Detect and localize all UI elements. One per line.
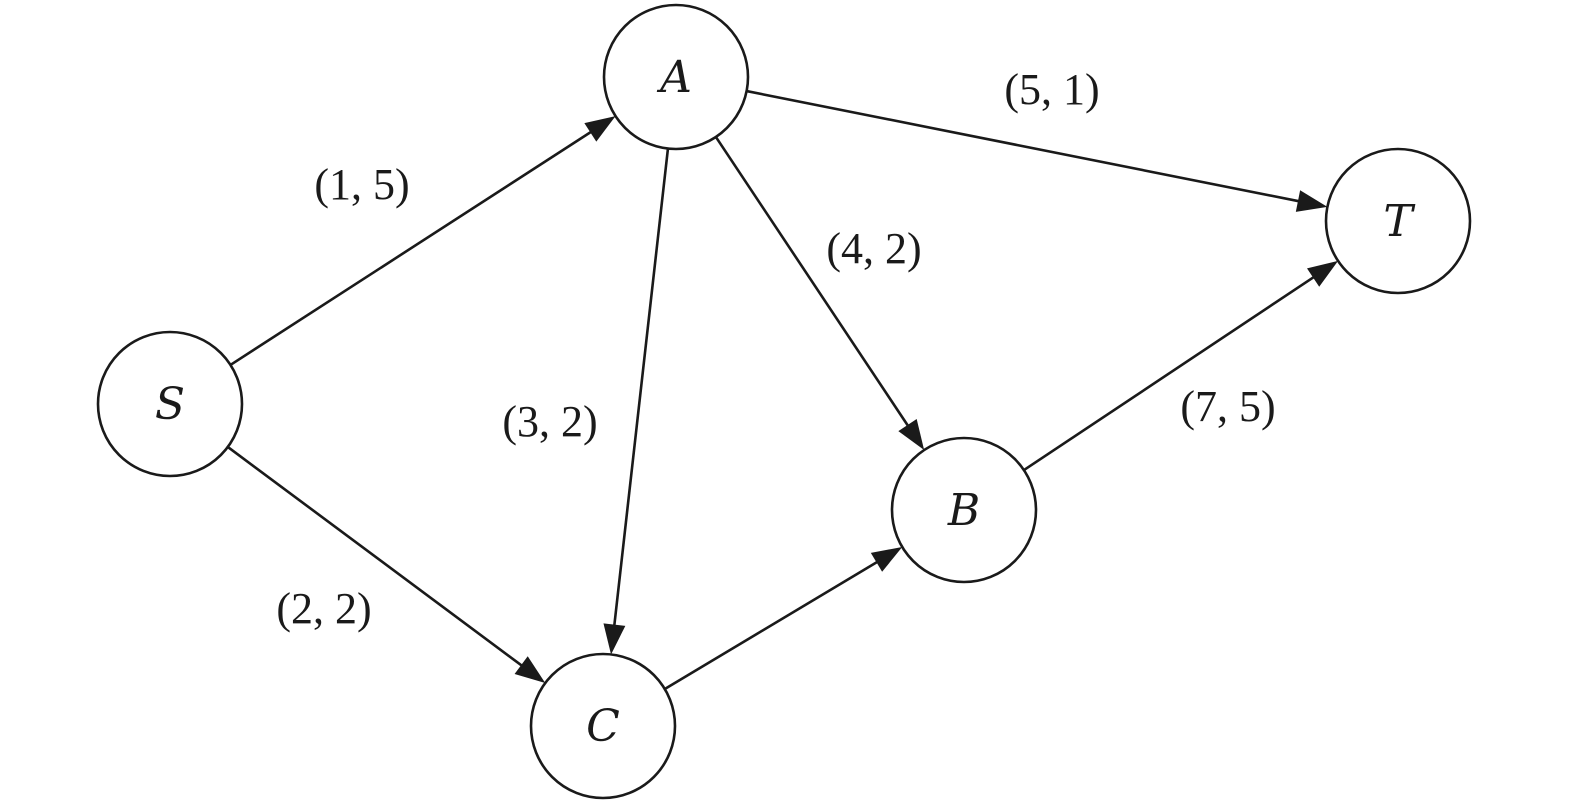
node-C: C [529,652,677,800]
node-label-C: C [586,701,620,752]
node-B: B [890,436,1038,584]
edge-S-A [229,116,616,367]
edges-layer [226,89,1339,691]
edge-label-S-C: (2, 2) [276,584,371,633]
arrowhead-icon [898,418,925,451]
edge-label-A-B: (4, 2) [826,224,921,273]
node-circle-C [529,652,677,800]
node-label-A: A [656,52,692,103]
node-S: S [96,330,244,478]
arrowhead-icon [584,116,616,142]
node-circle-S [96,330,244,478]
edge-A-C [603,148,670,655]
edge-line-B-T [1023,275,1316,472]
edge-S-C [226,445,546,684]
edge-line-A-C [612,148,670,627]
edge-B-T [1023,260,1339,472]
arrowhead-icon [1295,190,1328,212]
edge-line-A-B [714,136,910,428]
arrowhead-icon [870,546,903,572]
edge-labels-layer: (1, 5) (2, 2) (3, 2) (4, 2) (5, 1) (7, 5) [276,65,1275,633]
edge-label-A-T: (5, 1) [1004,65,1099,114]
edge-line-A-T [746,89,1301,203]
arrowhead-icon [603,623,626,655]
nodes-layer: S A B C T [96,3,1472,800]
edge-label-B-T: (7, 5) [1180,382,1275,431]
edge-C-B [664,546,903,691]
node-A: A [602,3,750,151]
arrowhead-icon [1307,260,1339,287]
node-label-B: B [947,485,980,536]
node-label-S: S [155,379,185,430]
edge-line-S-C [226,445,524,668]
edge-line-S-A [229,130,593,367]
node-T: T [1324,147,1472,295]
edge-line-C-B [664,560,879,691]
edge-label-S-A: (1, 5) [314,160,409,209]
edge-label-A-C: (3, 2) [502,397,597,446]
node-label-T: T [1383,196,1416,247]
node-circle-B [890,436,1038,584]
edge-A-B [714,136,925,451]
edge-A-T [746,89,1328,212]
arrowhead-icon [514,656,546,684]
node-circle-T [1324,147,1472,295]
node-circle-A [602,3,750,151]
